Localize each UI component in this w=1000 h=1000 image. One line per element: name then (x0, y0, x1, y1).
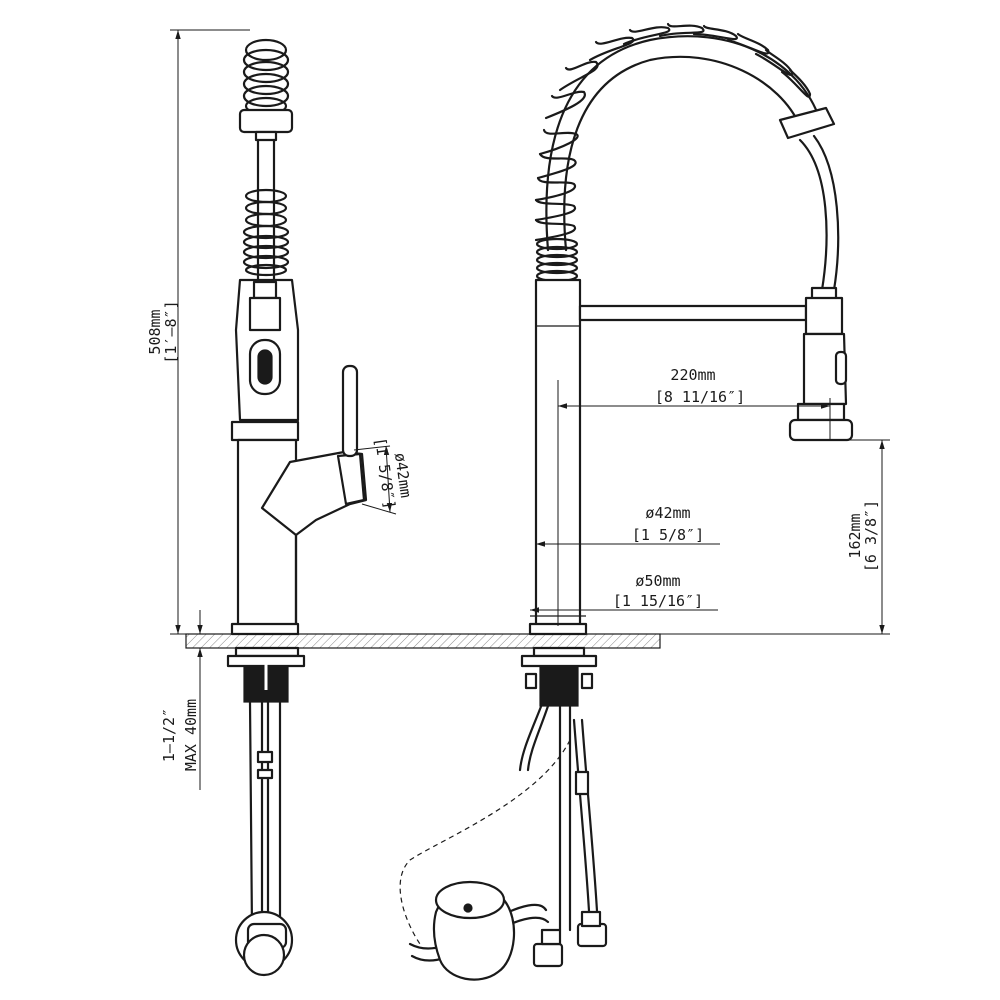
side-spray-collar (238, 108, 294, 134)
side-spring-coil-top (242, 38, 290, 116)
front-arched-spout (534, 22, 840, 292)
front-spring-coil-lower (535, 237, 579, 283)
spout-height-metric: 162mm (846, 513, 864, 558)
body-diameter-metric: ø42mm (645, 504, 690, 522)
spout-reach-imperial: [8 11/16″] (655, 388, 745, 406)
handle-diameter-imperial: [1 5/8″] (371, 436, 399, 510)
front-mounting-hardware (399, 646, 608, 981)
front-spray-head (788, 286, 854, 442)
spout-height-imperial: [6 3/8″] (862, 500, 880, 572)
dimension-labels: 508mm [1′–8″] MAX 40mm 1–1/2″ ø42mm [1 5… (146, 300, 880, 771)
side-spring-coil-lower (242, 188, 290, 277)
body-diameter-imperial: [1 5/8″] (632, 526, 704, 544)
side-spray-holder (234, 278, 300, 422)
faucet-side-view (226, 38, 368, 977)
spray-button-icon (257, 349, 273, 385)
base-diameter-imperial: [1 15/16″] (613, 592, 703, 610)
hose-counterweight (432, 880, 516, 981)
base-diameter-metric: ø50mm (635, 572, 680, 590)
side-base-flange (230, 622, 300, 636)
dimension-lines (170, 29, 890, 790)
deck-thickness-metric: MAX 40mm (182, 699, 200, 771)
front-support-arm (578, 304, 808, 322)
spout-reach-metric: 220mm (670, 366, 715, 384)
faucet-front-view (399, 22, 854, 981)
height-total-metric: 508mm (146, 309, 164, 354)
side-mounting-hardware (226, 646, 306, 977)
side-lever-handle (260, 364, 368, 628)
height-total-imperial: [1′–8″] (162, 300, 180, 363)
deck-thickness-imperial: 1–1/2″ (160, 708, 178, 762)
countertop-deck (185, 633, 661, 649)
